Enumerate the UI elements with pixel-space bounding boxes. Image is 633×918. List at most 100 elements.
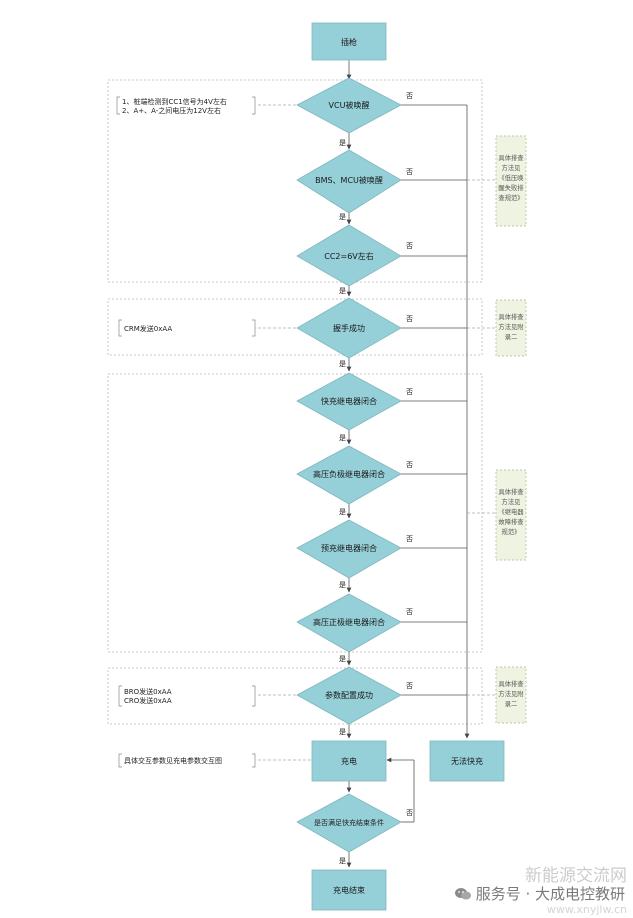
ref-config-line: 录二 <box>505 700 518 708</box>
yes-label: 是 <box>339 857 346 865</box>
watermark-text: 服务号 · 大成电控教研 <box>475 885 625 903</box>
note-bracket <box>252 685 256 707</box>
ref-relays-line: 《继电器 <box>498 507 524 516</box>
note-bracket <box>116 96 120 115</box>
watermark: 服务号 · 大成电控教研 <box>454 883 625 904</box>
note-wakeup-line1: 1、桩端检测到CC1信号为4V左右 <box>122 97 227 106</box>
decision-fast-relay <box>296 372 402 431</box>
end-box <box>311 869 387 911</box>
no-label: 否 <box>406 682 413 690</box>
decision-bms-mcu-wakeup <box>296 149 402 214</box>
decision-hv-negative-relay-label: 高压负极继电器闭合 <box>313 469 385 479</box>
decision-bms-mcu-wakeup-label: BMS、MCU被唤醒 <box>315 175 383 185</box>
note-config-line1: BRO发送0xAA <box>124 687 172 696</box>
note-bracket <box>118 319 122 337</box>
note-interaction: 具体交互参数见充电参数交互图 <box>124 756 222 765</box>
branch-labels: 是 是 是 是 是 是 是 是 是 是 否 否 否 否 否 否 否 否 否 否 <box>339 92 413 865</box>
decision-hv-positive-relay-label: 高压正极继电器闭合 <box>313 617 385 627</box>
ref-relays-line: 具体排查 <box>498 487 524 496</box>
no-label: 否 <box>406 608 413 616</box>
yes-label: 是 <box>339 655 346 663</box>
decision-vcu-wakeup <box>296 77 402 134</box>
decision-handshake <box>296 297 402 359</box>
ref-box-config <box>495 666 527 724</box>
note-bracket <box>252 96 256 115</box>
note-bracket <box>118 685 122 707</box>
ref-relays-line: 规范》 <box>502 527 521 536</box>
start-label: 插枪 <box>341 37 357 47</box>
yes-label: 是 <box>339 508 346 516</box>
group-frame-config <box>107 667 483 725</box>
note-bracket <box>118 753 122 768</box>
no-label: 否 <box>406 809 413 817</box>
decision-hv-positive-relay <box>296 593 402 653</box>
ref-wakeup-line: 查规范》 <box>498 193 523 202</box>
group-frames <box>107 79 483 725</box>
no-label: 否 <box>406 535 413 543</box>
ref-box-handshake <box>495 299 527 357</box>
process-boxes: 插枪 充电 无法快充 充电结束 <box>311 22 505 911</box>
ref-handshake-line: 具体排查 <box>498 312 524 321</box>
decision-handshake-label: 握手成功 <box>333 323 365 333</box>
ref-box-relays <box>495 469 527 561</box>
note-connectors <box>258 104 496 761</box>
ref-config-line: 具体排查 <box>498 679 524 688</box>
decision-diamonds <box>296 77 402 853</box>
watermark-faint: 新能源交流网 <box>525 866 627 886</box>
watermark-url: www.xnyjlw.cn <box>546 903 627 916</box>
ref-handshake-line: 方法见附 <box>498 322 524 331</box>
ref-relays-line: 故障排查 <box>498 517 524 526</box>
yes-label: 是 <box>339 434 346 442</box>
no-label: 否 <box>406 461 413 469</box>
yes-label: 是 <box>339 213 346 221</box>
end-label: 充电结束 <box>333 885 365 895</box>
decision-param-config-label: 参数配置成功 <box>325 690 373 700</box>
note-handshake: CRM发送0xAA <box>124 324 172 333</box>
flow-lines <box>346 60 470 868</box>
note-bracket <box>252 319 256 337</box>
yes-label: 是 <box>339 139 346 147</box>
decision-cc2 <box>296 224 402 287</box>
yes-label: 是 <box>339 287 346 295</box>
no-fast-charge-label: 无法快充 <box>451 756 483 766</box>
ref-wakeup-line: 《低压唤 <box>498 173 524 182</box>
start-box <box>311 22 387 61</box>
charge-box <box>311 740 387 782</box>
ref-wakeup-line: 具体排查 <box>498 153 524 162</box>
decision-end-condition <box>296 793 402 853</box>
group-frame-relays <box>107 373 483 653</box>
no-label: 否 <box>406 242 413 250</box>
ref-box-wakeup <box>495 135 527 227</box>
ref-wakeup-line: 醒失败排 <box>498 183 524 192</box>
right-notes: 具体排查 方法见 《低压唤 醒失败排 查规范》 具体排查 方法见附 录二 具体排… <box>495 135 527 724</box>
no-label: 否 <box>406 388 413 396</box>
no-label: 否 <box>406 315 413 323</box>
decision-precharge-relay <box>296 519 402 579</box>
ref-wakeup-line: 方法见 <box>502 163 521 172</box>
decision-precharge-relay-label: 预充继电器闭合 <box>321 543 377 553</box>
decision-fast-relay-label: 快充继电器闭合 <box>321 396 377 406</box>
yes-label: 是 <box>339 728 346 736</box>
decision-end-condition-label: 是否满足快充结束条件 <box>314 818 384 827</box>
charge-label: 充电 <box>341 756 357 766</box>
no-label: 否 <box>406 92 413 100</box>
ref-relays-line: 方法见 <box>502 497 521 506</box>
yes-label: 是 <box>339 360 346 368</box>
yes-label: 是 <box>339 581 346 589</box>
no-label: 否 <box>406 168 413 176</box>
wechat-icon <box>454 888 471 900</box>
decision-labels: VCU被唤醒 BMS、MCU被唤醒 CC2=6V左右 握手成功 快充继电器闭合 … <box>313 100 385 827</box>
group-frame-handshake <box>107 298 483 356</box>
ref-config-line: 方法见附 <box>498 689 524 698</box>
decision-vcu-wakeup-label: VCU被唤醒 <box>329 100 370 110</box>
note-wakeup-line2: 2、A+、A-之间电压为12V左右 <box>122 106 221 115</box>
decision-hv-negative-relay <box>296 445 402 505</box>
no-fast-charge-box <box>429 740 505 782</box>
left-notes: 1、桩端检测到CC1信号为4V左右 2、A+、A-之间电压为12V左右 CRM发… <box>116 96 256 768</box>
ref-handshake-line: 录二 <box>505 333 518 341</box>
decision-cc2-label: CC2=6V左右 <box>324 251 374 261</box>
note-bracket <box>252 753 256 768</box>
note-config-line2: CRO发送0xAA <box>124 696 172 705</box>
decision-param-config <box>296 666 402 725</box>
